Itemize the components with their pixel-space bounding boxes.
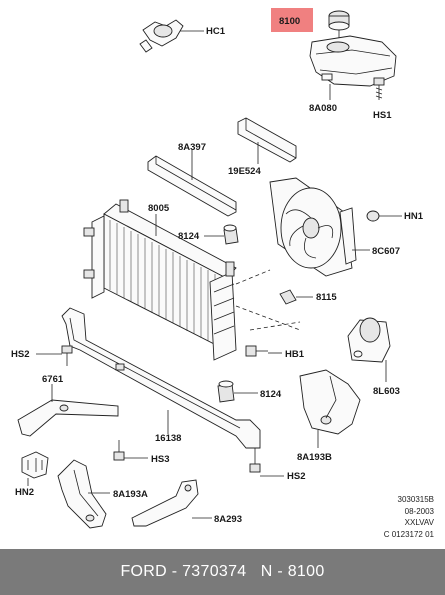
label-8124-top[interactable]: 8124 <box>178 231 200 242</box>
reference-code: 3030315B <box>397 495 434 504</box>
label-hs3[interactable]: HS3 <box>151 454 169 465</box>
label-hn2[interactable]: HN2 <box>15 487 34 498</box>
label-hb1[interactable]: HB1 <box>285 349 305 360</box>
label-8a193b[interactable]: 8A193B <box>297 452 332 463</box>
label-8115[interactable]: 8115 <box>316 292 337 303</box>
nut-hn1-drawing <box>366 210 402 222</box>
radiator-8005-drawing <box>83 199 237 361</box>
bolt-hb1-drawing <box>245 345 282 357</box>
screw-hs1-drawing <box>373 77 385 100</box>
reference-date: 08-2003 <box>404 506 434 516</box>
label-8124-bottom[interactable]: 8124 <box>260 389 282 400</box>
clip-hn2-drawing <box>21 451 49 486</box>
footer-bar: FORD - 7370374 N - 8100 <box>0 549 445 595</box>
seal-19e524-drawing <box>237 117 297 164</box>
label-hn1[interactable]: HN1 <box>404 211 424 222</box>
bracket-6761-drawing <box>17 384 119 437</box>
label-hc1[interactable]: HC1 <box>206 26 226 37</box>
highlight-8100 <box>271 8 313 32</box>
reference-catalog-id: C 0123172 01 <box>383 529 434 539</box>
bracket-8a193a-drawing <box>57 459 110 529</box>
bracket-8a293-drawing <box>131 479 212 527</box>
reference-block: 3030315B 08-2003 XXLVAV C 0123172 01 <box>384 494 434 540</box>
label-19e524[interactable]: 19E524 <box>228 166 261 177</box>
screw-hs3-drawing <box>113 440 148 461</box>
label-8005[interactable]: 8005 <box>148 203 170 214</box>
label-hs2-right[interactable]: HS2 <box>287 471 305 482</box>
screw-hs2-left-drawing <box>36 345 73 366</box>
footer-separator-1: - <box>166 563 183 580</box>
fan-8c607-drawing <box>269 177 370 277</box>
sensor-8115-drawing <box>279 289 313 305</box>
label-8l603[interactable]: 8L603 <box>373 386 400 397</box>
bracket-8a193b-drawing <box>299 369 361 448</box>
footer-brand: FORD <box>120 563 167 580</box>
label-8c607[interactable]: 8C607 <box>372 246 400 257</box>
footer-separator-2 <box>247 563 261 581</box>
clamp-hc1-drawing <box>139 19 204 53</box>
footer-catalog-number: N - 8100 <box>260 563 325 580</box>
label-6761[interactable]: 6761 <box>42 374 64 385</box>
mount-8124-top-drawing <box>204 224 239 245</box>
label-8a080[interactable]: 8A080 <box>309 103 337 114</box>
footer-part-number: 7370374 <box>182 563 247 580</box>
label-8a193a[interactable]: 8A193A <box>113 489 148 500</box>
label-8100[interactable]: 8100 <box>279 16 300 27</box>
label-hs1[interactable]: HS1 <box>373 110 392 121</box>
tank-8a080-drawing <box>309 35 397 100</box>
deflector-8a397-drawing <box>147 150 237 217</box>
mount-8124-bottom-drawing <box>217 380 258 403</box>
reference-variant: XXLVAV <box>404 518 434 527</box>
label-8a397[interactable]: 8A397 <box>178 142 206 153</box>
label-16138[interactable]: 16138 <box>155 433 181 444</box>
label-hs2-left[interactable]: HS2 <box>11 349 29 360</box>
bracket-8l603-drawing <box>347 317 391 382</box>
label-8a293[interactable]: 8A293 <box>214 514 242 525</box>
screw-hs2-right-drawing <box>249 448 284 477</box>
parts-diagram: HC1 8100 8A080 HS1 19E524 8A397 <box>11 8 424 529</box>
